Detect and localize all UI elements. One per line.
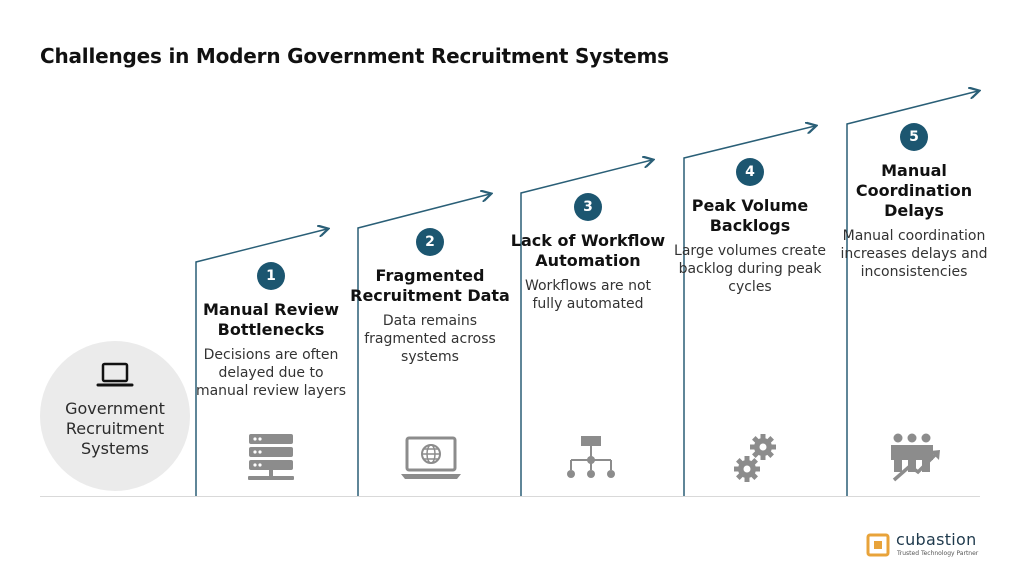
step-number-badge: 4 <box>736 158 764 186</box>
step-title: Lack of Workflow Automation <box>510 231 666 270</box>
step-description: Decisions are often delayed due to manua… <box>195 347 347 399</box>
step-title: Peak Volume Backlogs <box>691 196 809 235</box>
laptop-globe-icon <box>401 436 461 479</box>
baseline <box>40 496 980 497</box>
workflow-hierarchy-icon <box>567 436 615 478</box>
hub-circle: Government Recruitment Systems <box>40 341 190 491</box>
step-2-arrow <box>357 194 490 496</box>
page-title: Challenges in Modern Government Recruitm… <box>40 44 669 68</box>
step-3: 3 Lack of Workflow Automation Workflows … <box>508 193 668 313</box>
step-5-arrow <box>846 91 978 496</box>
brand-name: cubastion <box>896 530 977 549</box>
step-2: 2 Fragmented Recruitment Data Data remai… <box>350 228 510 366</box>
step-number-badge: 5 <box>900 123 928 151</box>
brand-tagline: Trusted Technology Partner <box>897 550 979 557</box>
team-growth-icon <box>891 433 940 482</box>
step-1: 1 Manual Review Bottlenecks Decisions ar… <box>191 262 351 400</box>
cubastion-logo-icon <box>866 533 890 557</box>
brand-logo: cubastion Trusted Technology Partner <box>866 530 986 560</box>
step-number-badge: 2 <box>416 228 444 256</box>
step-number-badge: 1 <box>257 262 285 290</box>
step-5: 5 Manual Coordination Delays Manual coor… <box>834 123 994 281</box>
step-4: 4 Peak Volume Backlogs Large volumes cre… <box>670 158 830 296</box>
hub-label: Government Recruitment Systems <box>65 399 165 458</box>
step-4-arrow <box>683 126 815 496</box>
laptop-icon <box>96 362 134 387</box>
step-title: Fragmented Recruitment Data <box>350 266 510 305</box>
step-description: Data remains fragmented across systems <box>364 313 496 365</box>
step-3-arrow <box>520 160 652 496</box>
step-number-badge: 3 <box>574 193 602 221</box>
step-title: Manual Review Bottlenecks <box>202 300 340 339</box>
server-stack-icon <box>248 434 294 480</box>
step-title: Manual Coordination Delays <box>855 161 973 220</box>
step-1-arrow <box>195 229 327 496</box>
step-description: Large volumes create backlog during peak… <box>674 243 826 295</box>
gears-icon <box>734 434 776 482</box>
step-description: Manual coordination increases delays and… <box>840 228 988 280</box>
step-description: Workflows are not fully automated <box>524 278 652 312</box>
